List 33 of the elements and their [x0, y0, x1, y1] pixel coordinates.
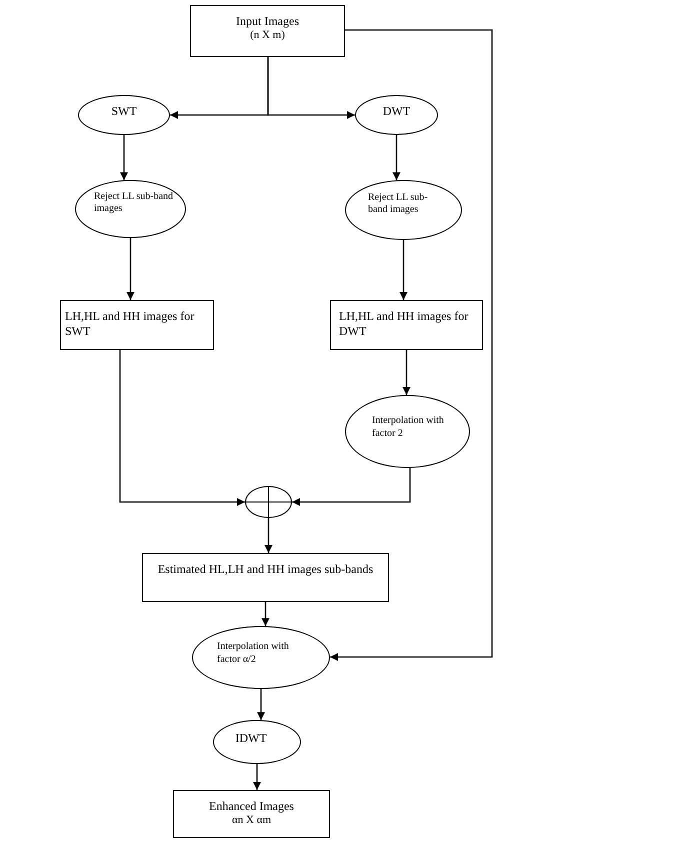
node-label: SWT [111, 104, 137, 118]
arrow [264, 518, 272, 553]
arrow [257, 689, 265, 720]
node-label: Input Images [236, 14, 299, 29]
node-label: LH,HL and HH images for DWT [339, 309, 470, 339]
process-box [330, 300, 483, 350]
arrow [402, 350, 410, 395]
node-label: Interpolation with factor α/2 [217, 641, 290, 666]
node-label: αn X αm [232, 814, 272, 828]
arrow [253, 764, 261, 790]
arrow [267, 57, 355, 119]
arrow [120, 135, 128, 180]
arrow [262, 602, 270, 626]
arrow [400, 240, 408, 300]
node-label: Enhanced Images [209, 799, 294, 814]
process-box [190, 5, 345, 57]
arrow [330, 29, 493, 661]
node-label: Estimated HL,LH and HH images sub-bands [158, 562, 374, 577]
arrow [119, 350, 245, 506]
node-label: (n X m) [250, 29, 285, 43]
process-box [142, 553, 389, 602]
node-label: Reject LL sub-band images [94, 190, 174, 216]
summing-junction [245, 486, 292, 518]
arrow [292, 468, 411, 506]
node-label: Reject LL sub-band images [368, 192, 429, 216]
node-label: DWT [382, 104, 410, 118]
node-label: Interpolation with factor 2 [372, 415, 445, 440]
node-label: LH,HL and HH images for SWT [65, 309, 196, 339]
node-label: IDWT [235, 730, 267, 746]
process-box [173, 790, 330, 838]
process-box [60, 300, 214, 350]
arrow [392, 135, 400, 180]
arrow [126, 238, 134, 300]
